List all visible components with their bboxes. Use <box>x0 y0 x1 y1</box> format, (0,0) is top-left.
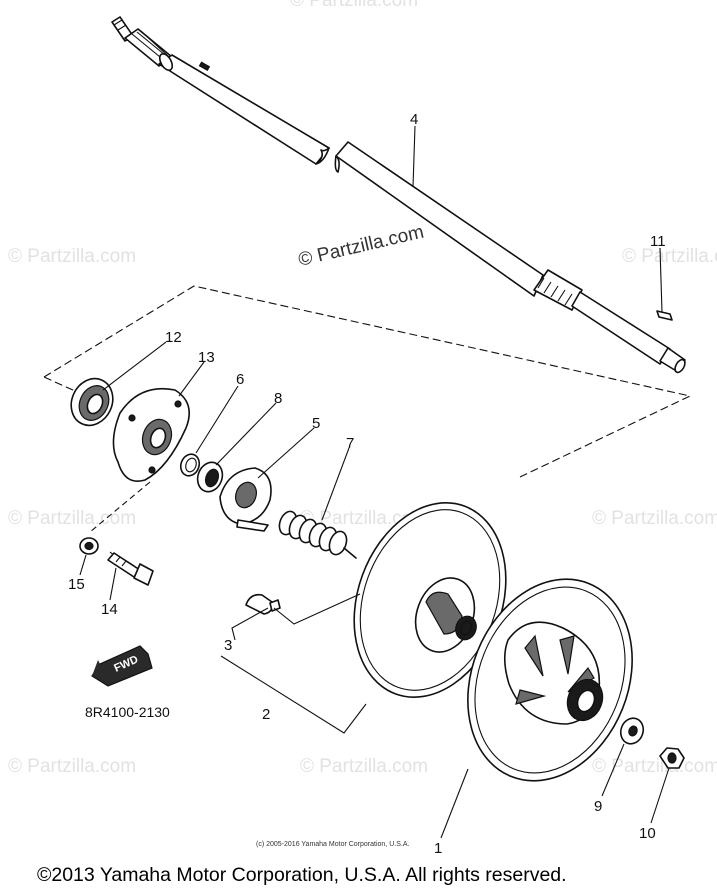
watermark: © Partzilla.com <box>8 508 136 529</box>
watermark: © Partzilla.com <box>290 0 418 11</box>
callout-6: 6 <box>236 371 244 388</box>
watermark: © Partzilla.com <box>592 508 717 529</box>
callout-5: 5 <box>312 415 320 432</box>
bearing-housing <box>112 387 190 482</box>
callout-14: 14 <box>101 601 118 618</box>
watermark: © Partzilla.com <box>592 756 717 777</box>
callout-3: 3 <box>224 637 232 654</box>
watermark: © Partzilla.com <box>622 246 717 267</box>
callout-13: 13 <box>198 349 215 366</box>
spacer-collar <box>196 461 224 493</box>
watermark-main: © Partzilla.com <box>296 222 425 271</box>
circlip <box>179 453 201 477</box>
fixed-sheave <box>353 502 507 698</box>
leader-lines <box>79 125 670 839</box>
credit-line: (c) 2005-2016 Yamaha Motor Corporation, … <box>256 841 409 848</box>
callout-12: 12 <box>165 329 182 346</box>
callout-4: 4 <box>410 111 418 128</box>
bolt <box>107 552 154 586</box>
nut <box>659 747 685 769</box>
bearing <box>70 377 114 427</box>
copyright-footer: ©2013 Yamaha Motor Corporation, U.S.A. A… <box>37 864 567 886</box>
compression-spring <box>278 510 357 559</box>
callout-1: 1 <box>434 840 442 857</box>
fwd-arrow: FWD <box>91 645 153 687</box>
key <box>656 310 673 321</box>
callout-2: 2 <box>262 706 270 723</box>
callout-11: 11 <box>650 233 666 250</box>
spring-seat <box>219 467 272 532</box>
diagram-code: 8R4100-2130 <box>85 704 170 720</box>
part-number-callouts: 4 11 12 13 6 8 5 7 15 14 3 2 1 9 10 <box>68 111 666 857</box>
callout-10: 10 <box>639 825 656 842</box>
sheave-washer <box>619 717 645 745</box>
callout-9: 9 <box>594 798 602 815</box>
washer <box>79 537 99 555</box>
watermark: © Partzilla.com <box>300 756 428 777</box>
secondary-shaft <box>111 16 686 374</box>
callout-15: 15 <box>68 576 85 593</box>
callout-7: 7 <box>346 435 354 452</box>
callout-8: 8 <box>274 390 282 407</box>
watermark: © Partzilla.com <box>8 246 136 267</box>
watermark: © Partzilla.com <box>8 756 136 777</box>
sliding-sheave <box>467 578 633 782</box>
